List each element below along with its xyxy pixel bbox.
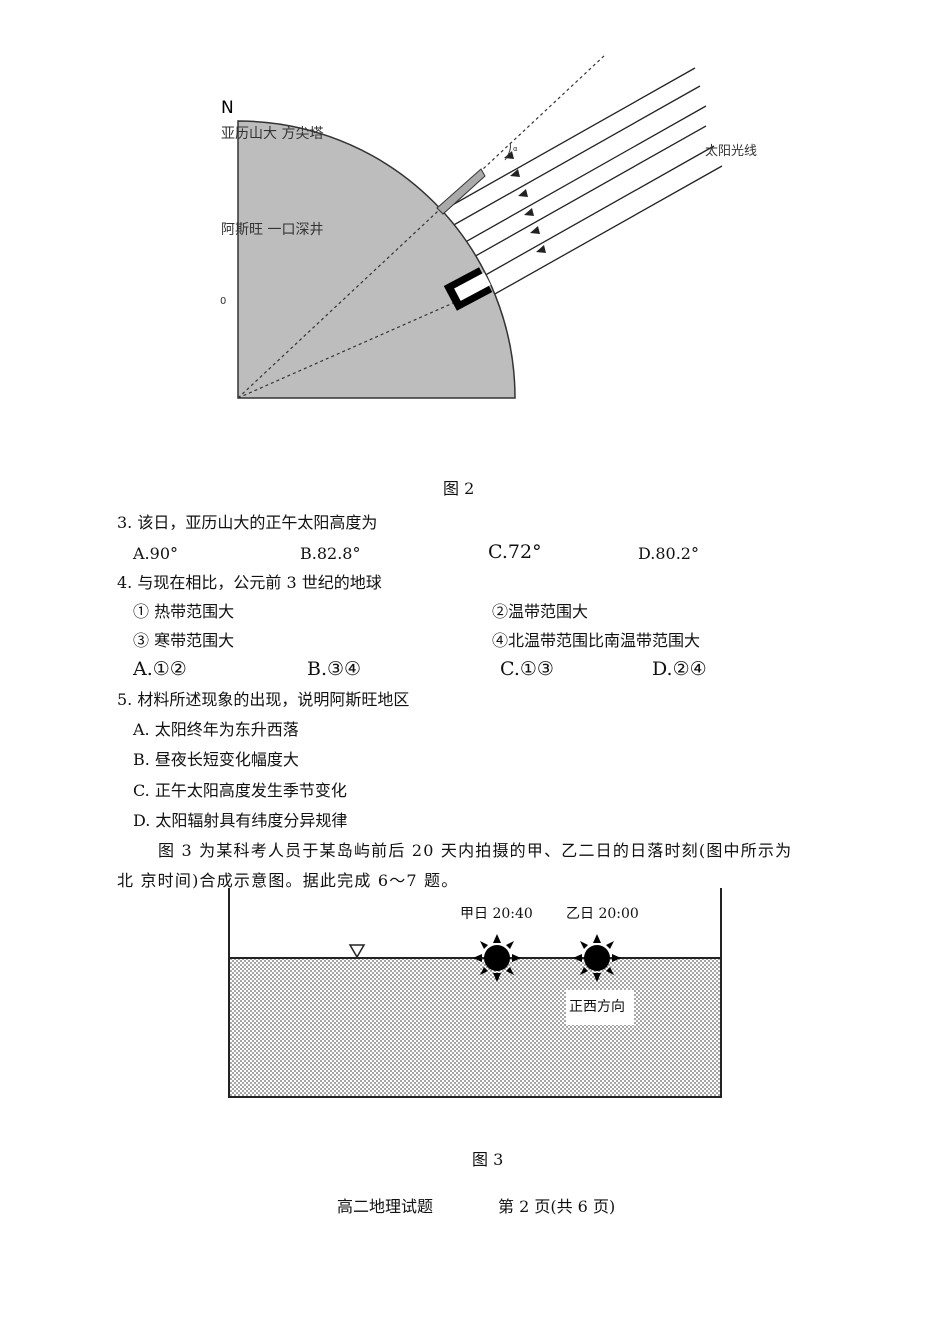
footer-page-number: 第 2 页(共 6 页) bbox=[498, 1197, 616, 1216]
q4-statement-2: ②温带范围大 bbox=[492, 602, 589, 621]
sun-ray bbox=[439, 67, 696, 213]
q4-statement-4: ④北温带范围比南温带范围大 bbox=[492, 631, 701, 650]
q4-option-c[interactable]: C.①③ bbox=[500, 658, 554, 680]
arrow-icon bbox=[524, 208, 534, 216]
direction-label: 正西方向 bbox=[569, 999, 625, 1015]
angle-label: α bbox=[513, 145, 518, 153]
observer-marker-icon bbox=[348, 944, 366, 959]
footer-title: 高二地理试题 bbox=[337, 1197, 434, 1216]
q5-option-c[interactable]: C. 正午太阳高度发生季节变化 bbox=[133, 781, 347, 800]
question-4-stem: 4. 与现在相比，公元前 3 世纪的地球 bbox=[117, 573, 382, 592]
q4-option-b[interactable]: B.③④ bbox=[307, 658, 362, 680]
q3-option-d[interactable]: D.80.2° bbox=[638, 544, 699, 563]
zero-label: 0 bbox=[220, 296, 227, 307]
sun-ray bbox=[419, 85, 701, 245]
alexandria-label: 亚历山大 方尖塔 bbox=[221, 126, 324, 142]
q3-option-c[interactable]: C.72° bbox=[488, 541, 542, 563]
sun-rays bbox=[419, 67, 723, 309]
sunlight-label: 太阳光线 bbox=[705, 144, 758, 159]
intro-line-2: 北 京时间)合成示意图。据此完成 6～7 题。 bbox=[117, 871, 459, 890]
q3-option-b[interactable]: B.82.8° bbox=[300, 544, 361, 563]
q5-option-a[interactable]: A. 太阳终年为东升西落 bbox=[133, 720, 299, 739]
arrow-icon bbox=[530, 226, 540, 234]
sun-ray bbox=[439, 125, 707, 277]
sun-jia-icon bbox=[473, 934, 521, 982]
q4-option-a[interactable]: A.①② bbox=[133, 658, 187, 680]
sea-area bbox=[229, 958, 721, 1097]
day-jia-label: 甲日 20:40 bbox=[460, 906, 533, 922]
q5-option-d[interactable]: D. 太阳辐射具有纬度分异规律 bbox=[133, 811, 348, 830]
figure-2-diagram bbox=[237, 54, 723, 399]
angle-arc bbox=[504, 142, 511, 161]
figure-3-caption: 图 3 bbox=[472, 1150, 504, 1169]
arrow-icon bbox=[518, 189, 528, 197]
day-yi-label: 乙日 20:00 bbox=[566, 906, 639, 922]
earth-quarter bbox=[237, 120, 516, 399]
q3-option-a[interactable]: A.90° bbox=[133, 544, 178, 563]
q4-statement-3: ③ 寒带范围大 bbox=[133, 631, 235, 650]
sun-ray bbox=[429, 105, 707, 263]
figure-2-caption: 图 2 bbox=[443, 479, 475, 498]
q5-option-b[interactable]: B. 昼夜长短变化幅度大 bbox=[133, 750, 299, 769]
obelisk bbox=[436, 168, 486, 215]
arrow-icon bbox=[510, 169, 520, 177]
deep-well bbox=[443, 267, 493, 311]
intro-line-1: 图 3 为某科考人员于某岛屿前后 20 天内拍摄的甲、乙二日的日落时刻(图中所示… bbox=[158, 841, 793, 860]
q4-statement-1: ① 热带范围大 bbox=[133, 602, 235, 621]
q4-option-d[interactable]: D.②④ bbox=[652, 658, 707, 680]
aswan-label: 阿斯旺 一口深井 bbox=[221, 222, 324, 238]
question-5-stem: 5. 材料所述现象的出现，说明阿斯旺地区 bbox=[117, 690, 410, 709]
north-label: N bbox=[221, 98, 234, 118]
question-3-stem: 3. 该日，亚历山大的正午太阳高度为 bbox=[117, 513, 378, 532]
ray-arrows bbox=[504, 151, 546, 253]
sun-ray bbox=[449, 145, 715, 296]
arrow-icon bbox=[536, 245, 546, 253]
sun-ray bbox=[469, 165, 723, 309]
dashed-radius-aswan bbox=[237, 291, 479, 399]
sun-yi-icon bbox=[573, 934, 621, 982]
